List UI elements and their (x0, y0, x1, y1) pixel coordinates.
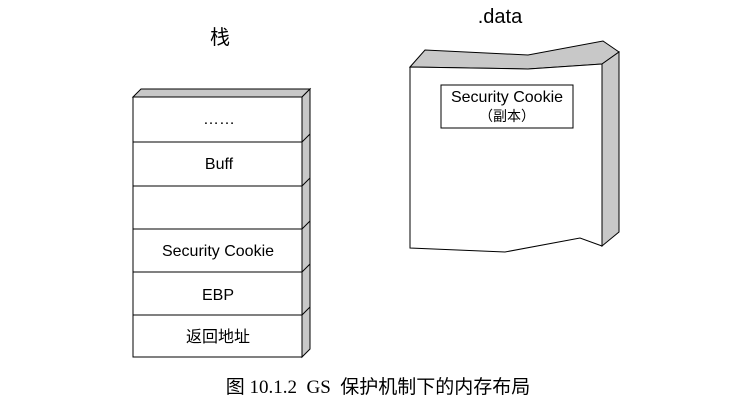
data-side-face (601, 51, 620, 248)
stack-title: 栈 (210, 26, 230, 49)
figure-caption: 图 10.1.2 GS 保护机制下的内存布局 (226, 376, 531, 398)
stack-cell-ebp: EBP (202, 287, 234, 304)
stack-cell-buff: Buff (205, 156, 234, 173)
cookie-copy-box (440, 84, 574, 129)
stack-cell-return-address: 返回地址 (186, 328, 250, 346)
cookie-copy-note: （副本） (479, 108, 535, 124)
stack-side-face (301, 87, 311, 359)
stack-front-face (132, 96, 303, 358)
data-section-title: .data (478, 6, 523, 28)
stack-block: …… Buff Security Cookie EBP 返回地址 (131, 87, 312, 359)
stack-top-face (131, 88, 312, 98)
data-section-block: Security Cookie （副本） (408, 40, 620, 253)
cookie-copy-label: Security Cookie (451, 89, 563, 106)
stack-cell-security-cookie: Security Cookie (162, 243, 274, 260)
stack-cell-ellipsis: …… (203, 111, 235, 128)
